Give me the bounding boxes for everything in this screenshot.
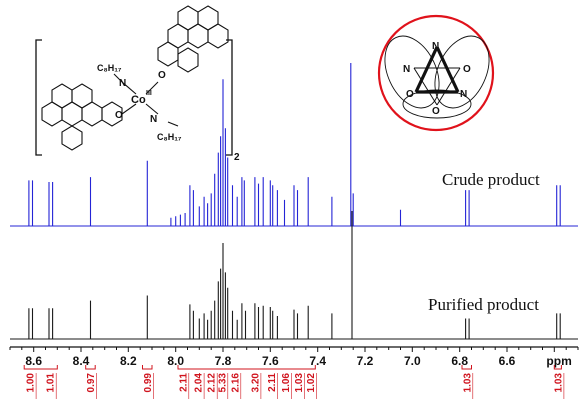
atom-o-left-label: O — [115, 110, 123, 121]
spectrum-line — [10, 63, 578, 227]
coordination-inset: N N O N O O — [377, 14, 495, 132]
integral-bracket — [142, 365, 153, 370]
x-tick-label: 6.8 — [451, 354, 468, 368]
c8h17-top-label: C₈H₁₇ — [97, 63, 122, 73]
atom-n-bottom-label: N — [150, 114, 157, 125]
structure-labels: C₈H₁₇ N O Co III O N C₈H₁₇ 2 — [97, 63, 240, 163]
atom-o-top-label: O — [158, 70, 166, 81]
x-tick-label: 7.6 — [262, 354, 279, 368]
integral-value: 0.99 — [143, 373, 154, 393]
x-axis: 8.6 8.4 8.2 8.0 7.8 7.6 7.4 7.2 7.0 6.8 6.6 ppm — [9, 346, 579, 368]
x-tick-label: 7.4 — [309, 354, 326, 368]
inset-n-left: N — [403, 64, 410, 75]
spectrum-purified — [10, 210, 578, 340]
atom-n-top-label: N — [119, 78, 126, 89]
bracket-subscript: 2 — [234, 152, 240, 163]
integral-value: 2.04 — [194, 373, 205, 393]
x-axis-unit-label: ppm — [546, 354, 571, 368]
x-tick-label: 8.6 — [25, 354, 42, 368]
integral-value: 1.06 — [281, 373, 292, 393]
integral-value: 1.03 — [462, 373, 473, 393]
x-tick-label: 7.2 — [357, 354, 374, 368]
x-tick-label: 6.6 — [499, 354, 516, 368]
inset-n-top: N — [432, 41, 439, 52]
metal-label: Co — [131, 94, 146, 106]
x-tick-label: 7.8 — [215, 354, 232, 368]
x-tick-label: 8.2 — [120, 354, 137, 368]
integral-value: 1.00 — [26, 373, 37, 393]
spectrum-crude — [10, 62, 578, 227]
integral-bracket — [553, 365, 562, 370]
integral-value: 1.02 — [306, 373, 317, 393]
integral-bracket — [177, 365, 316, 370]
inset-o-bottom: O — [432, 106, 440, 117]
x-tick-label: 8.0 — [167, 354, 184, 368]
integral-value: 2.12 — [207, 373, 218, 393]
inset-o-left-bottom: O — [406, 89, 414, 100]
oxidation-state-label: III — [146, 90, 152, 97]
integral-value: 0.97 — [86, 373, 97, 393]
integral-value: 3.20 — [250, 373, 261, 393]
integral-bracket — [23, 365, 58, 370]
integral-value: 1.03 — [294, 373, 305, 393]
integral-value: 2.11 — [178, 373, 189, 392]
integral-bracket — [461, 365, 472, 370]
cobalt-complex-structure — [35, 5, 233, 156]
integral-bracket — [85, 365, 96, 370]
inset-n-right: N — [460, 89, 467, 100]
inset-o-right-top: O — [463, 64, 471, 75]
integral-value: 1.03 — [553, 373, 564, 393]
spectrum-line — [10, 211, 578, 340]
crude-product-label: Crude product — [442, 170, 540, 189]
integral-value: 2.16 — [230, 373, 241, 393]
spectra-traces — [10, 62, 578, 340]
purified-product-label: Purified product — [428, 295, 539, 314]
integral-value: 5.33 — [217, 373, 228, 393]
x-tick-label: 7.0 — [404, 354, 421, 368]
integral-value: 2.11 — [267, 373, 278, 392]
x-tick-label: 8.4 — [73, 354, 90, 368]
integral-value: 1.01 — [46, 373, 57, 393]
c8h17-bottom-label: C₈H₁₇ — [157, 132, 182, 142]
